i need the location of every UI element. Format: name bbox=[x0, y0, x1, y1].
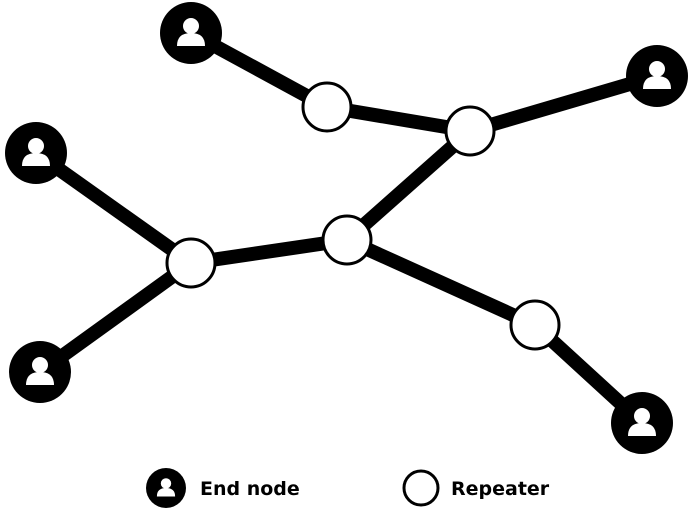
repeater-left bbox=[165, 237, 217, 289]
repeater-lower-right bbox=[509, 299, 561, 351]
legend-repeater-label: Repeater bbox=[451, 478, 550, 500]
link-repeater-left-end-node-left-lower bbox=[33, 256, 198, 379]
link-repeater-right-repeater-center bbox=[340, 124, 477, 247]
legend-end-node-swatch bbox=[146, 468, 186, 508]
link-repeater-center-repeater-left bbox=[184, 233, 354, 270]
repeater-top bbox=[301, 81, 353, 133]
end-node-bottom-right bbox=[611, 392, 673, 454]
legend: End node Repeater bbox=[146, 468, 550, 508]
end-node-top-right bbox=[626, 45, 688, 107]
legend-repeater-swatch bbox=[402, 469, 440, 507]
link-repeater-right-end-node-top-right bbox=[463, 69, 664, 138]
repeater-center bbox=[321, 214, 373, 266]
end-node-top bbox=[160, 2, 222, 64]
end-nodes bbox=[5, 2, 688, 454]
repeater-right bbox=[444, 105, 496, 157]
legend-end-node-label: End node bbox=[200, 478, 300, 500]
end-node-left-upper bbox=[5, 122, 67, 184]
link-repeater-center-repeater-lower-right bbox=[340, 233, 542, 332]
repeaters bbox=[165, 81, 561, 351]
link-repeater-left-end-node-left-upper bbox=[29, 146, 198, 270]
end-node-left-lower bbox=[9, 341, 71, 403]
